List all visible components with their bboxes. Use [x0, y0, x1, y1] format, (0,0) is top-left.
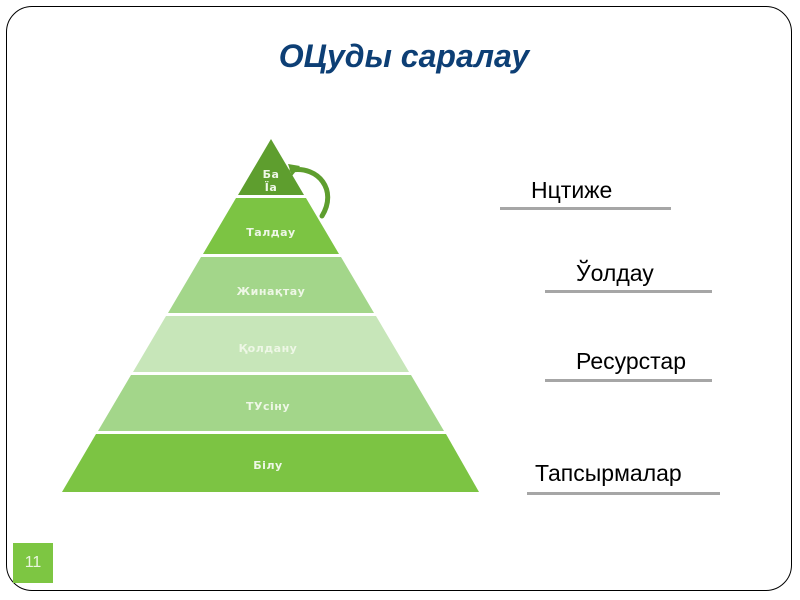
outcome-underline-resurstar	[545, 379, 712, 382]
slide-frame	[6, 6, 792, 591]
pyramid-layer-tusinu	[98, 375, 444, 431]
layer-label-zhinaktau: Жинақтау	[237, 285, 306, 298]
slide-number-badge: 11	[13, 543, 53, 583]
pyramid-layer-taldau	[203, 198, 339, 254]
layer-label-bagalau-line2: Їа	[265, 180, 278, 194]
outcome-label-tapsyrmalar: Тапсырмалар	[535, 460, 682, 486]
layer-label-koldanu: Қолдану	[239, 342, 298, 355]
pyramid-layer-zhinaktau	[168, 257, 374, 313]
outcome-underline-tapsyrmalar	[527, 492, 720, 495]
outcome-underline-natizhe	[500, 207, 671, 210]
layer-label-taldau: Талдау	[246, 226, 295, 239]
outcome-label-natizhe: Нцтиже	[531, 177, 613, 203]
outcome-label-resurstar: Ресурстар	[576, 348, 687, 374]
layer-label-bilu: Білу	[253, 459, 282, 472]
cycle-arrow-head-icon	[288, 164, 300, 176]
outcome-label-koldau: Ўолдау	[576, 260, 654, 286]
pyramid-layer-koldanu	[133, 316, 409, 372]
pyramid-layer-bilu	[62, 434, 479, 492]
outcome-underline-koldau	[545, 290, 712, 293]
slide-title: ОЦуды саралау	[278, 38, 530, 74]
layer-label-bagalau-line1: Ба	[263, 168, 280, 181]
pyramid-layer-bagalau	[238, 139, 304, 195]
layer-label-tusinu: ТУсіну	[246, 400, 290, 413]
cycle-arrow-icon	[289, 167, 331, 219]
